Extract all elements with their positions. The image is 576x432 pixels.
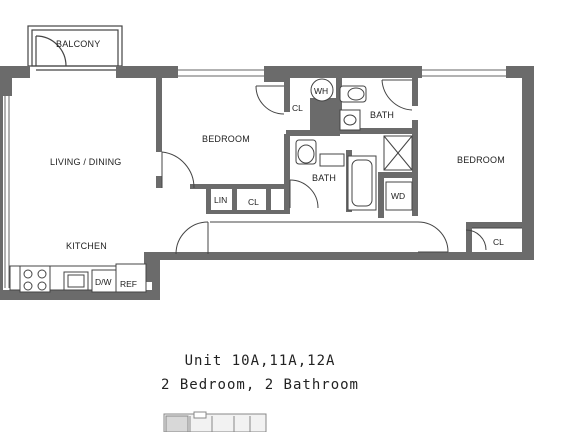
bedroom-left-label: BEDROOM [202, 134, 250, 144]
bedroom-right-label: BEDROOM [457, 155, 505, 165]
interior-walls [156, 78, 526, 256]
key-plan-thumbnail [163, 411, 267, 432]
closet-lin-side-label: CL [248, 197, 259, 207]
hall-lines [210, 221, 522, 229]
balcony [27, 25, 123, 71]
bath-fixtures [295, 78, 413, 211]
closet-right-label: CL [493, 237, 504, 247]
door-swings [161, 79, 487, 255]
washer-dryer-label: WD [391, 191, 405, 201]
balcony-label: BALCONY [56, 39, 100, 49]
kitchen-appliances [9, 263, 147, 293]
windows [4, 69, 506, 288]
exterior-walls [0, 66, 534, 300]
unit-title: Unit 10A,11A,12A [184, 353, 336, 369]
bath-top-label: BATH [370, 110, 394, 120]
kitchen-label: KITCHEN [66, 241, 107, 251]
unit-type: 2 Bedroom, 2 Bathroom [160, 377, 359, 393]
living-dining-label: LIVING / DINING [50, 157, 122, 167]
water-heater-label: WH [314, 86, 328, 96]
linen-label: LIN [214, 195, 227, 205]
closet-hall-label: CL [292, 103, 303, 113]
dishwasher-label: D/W [95, 277, 112, 287]
bath-mid-label: BATH [312, 173, 336, 183]
refrigerator-label: REF [120, 279, 137, 289]
